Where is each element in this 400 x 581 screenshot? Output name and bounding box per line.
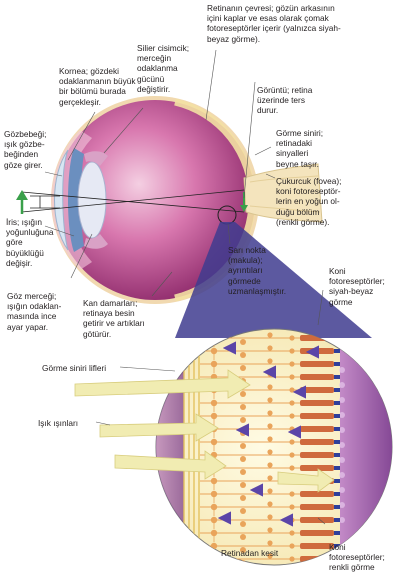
- label-retina-periphery: Retinanın çevresi; gözün arkasının içini…: [207, 3, 341, 44]
- label-lens: Göz merceği; ışığın odaklan- masında inc…: [7, 291, 62, 332]
- label-fovea: Çukurcuk (fovea); koni fotoreseptör- ler…: [276, 176, 342, 227]
- light-path: [21, 189, 245, 213]
- label-blood-vessels: Kan damarları; retinaya besin getirir ve…: [83, 298, 145, 339]
- label-iris: İris; ışığın yoğunluğuna göre büyüklüğü …: [6, 217, 54, 268]
- label-cones-bw: Koni fotoreseptörler; siyah-beyaz görme: [329, 266, 385, 307]
- iris: [68, 148, 84, 252]
- inverted-image-arrow-icon: [240, 192, 248, 212]
- label-image: Görüntü; retina üzerinde ters durur.: [257, 85, 313, 116]
- label-cones-color: Koni fotoreseptörler; renkli görme: [329, 542, 385, 573]
- lens: [77, 161, 107, 239]
- retina-cross-section: [155, 328, 393, 566]
- label-ciliary-body: Silier cisimcik; merceğin odaklanma gücü…: [137, 43, 190, 94]
- label-retina-section: Retinadan kesit: [221, 548, 279, 558]
- optic-nerve: [243, 163, 323, 223]
- label-pupil: Gözbebeği; ışık gözbe- beğinden göze gir…: [4, 129, 47, 170]
- label-macula: Sarı nokta (makula); ayrıntıları görmede…: [228, 245, 287, 296]
- ciliary-body: [84, 151, 108, 166]
- label-optic-nerve: Görme siniri; retinadaki sinyalleri beyn…: [276, 128, 324, 169]
- green-arrow-icon: [16, 190, 28, 214]
- label-optic-fibers: Görme siniri lifleri: [42, 363, 107, 373]
- magnification-wedge: [175, 222, 372, 338]
- label-light-rays: Işık ışınları: [38, 418, 79, 428]
- label-cornea: Kornea; gözdeki odaklanmanın büyük bir b…: [59, 66, 136, 107]
- light-ray-arrows: [74, 369, 335, 493]
- leader-lines: [44, 49, 326, 525]
- purple-arrow-icon: [217, 341, 319, 527]
